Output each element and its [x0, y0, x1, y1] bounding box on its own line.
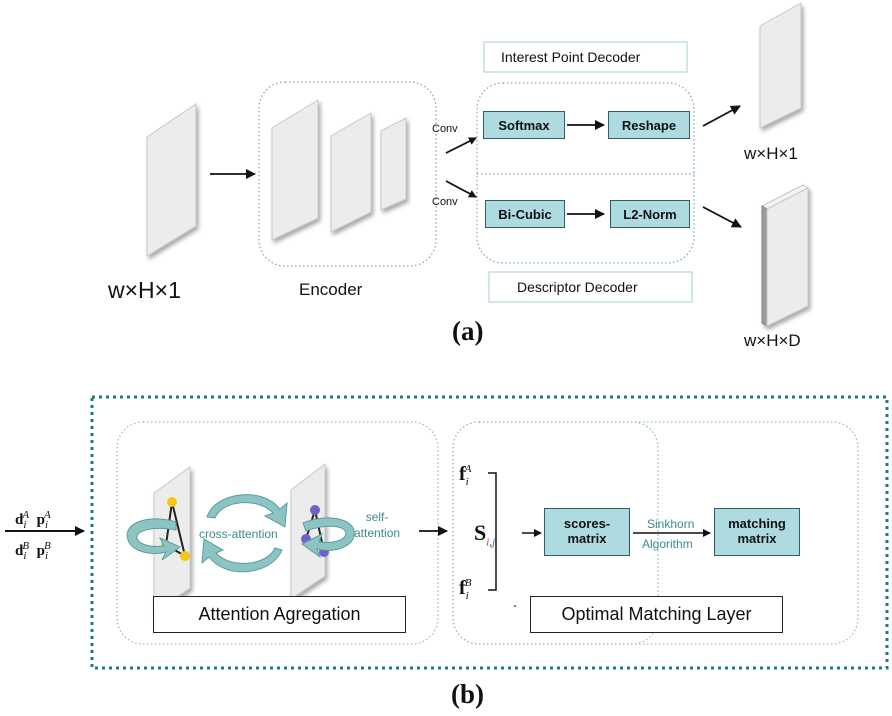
sinkhorn-label: Sinkhorn [647, 517, 695, 531]
encoder-container [258, 81, 437, 267]
input-math-label-bottom: diB piB [15, 540, 51, 562]
input-dims-label: w×H×1 [108, 277, 181, 303]
image-plane-a [153, 466, 191, 614]
dot-mark [514, 605, 516, 607]
attention-aggregation-box: Attention Agregation [153, 596, 406, 633]
arrow-to-output-bottom [702, 206, 742, 228]
matching-container-extended [452, 421, 859, 645]
cross-attention-cycle-icon [201, 494, 288, 573]
conv-arrow-bottom [445, 180, 477, 198]
self-attention-cycle-icon-b [301, 517, 355, 559]
attention-aggregation-label: Attention Agregation [198, 604, 361, 624]
bicubic-box: Bi-Cubic [485, 200, 565, 228]
encoder-plane-2 [330, 112, 372, 233]
self-attention-label: self- attention [354, 510, 401, 541]
descriptor-title-frame [488, 271, 693, 303]
panel-b-dotted-frame [90, 395, 889, 670]
descriptor-decoder-title: Descriptor Decoder [517, 279, 638, 295]
input-math-label-top: diA piA [15, 509, 51, 531]
conv-arrow-top [445, 137, 477, 154]
score-s-label: Si,j [474, 520, 496, 549]
keypoint-a3 [180, 551, 190, 561]
keypoint-b1 [310, 505, 320, 515]
feature-bracket [488, 472, 497, 591]
interest-title-frame [483, 41, 688, 73]
output-score-plane [759, 2, 802, 129]
keypoint-a1 [167, 497, 177, 507]
reshape-box: Reshape [608, 111, 690, 139]
feature-fb-label: fiB [459, 577, 472, 602]
caption-b: (b) [451, 679, 484, 709]
algorithm-label: Algorithm [642, 537, 693, 551]
encoder-plane-3 [380, 117, 407, 211]
feature-fa-label: fiA [459, 463, 472, 488]
decoder-container [476, 82, 695, 264]
arrow-to-output-top [702, 105, 741, 127]
cross-attention-label: cross-attention [199, 527, 278, 541]
conv-label-top: Conv [432, 123, 458, 135]
encoder-label: Encoder [299, 280, 363, 299]
conv-label-bottom: Conv [432, 196, 458, 208]
optimal-matching-layer-label: Optimal Matching Layer [561, 604, 752, 624]
caption-a: (a) [452, 316, 484, 346]
l2norm-box: L2-Norm [610, 200, 690, 228]
scores-matrix-box: scores- matrix [544, 508, 630, 556]
encoder-plane-1 [271, 99, 319, 241]
self-attention-cycle-icon-a [126, 518, 181, 561]
matching-matrix-box: matching matrix [714, 508, 800, 556]
output-descriptor-volume [760, 184, 810, 327]
output-score-dims-label: w×H×1 [744, 144, 798, 163]
optimal-matching-layer-box: Optimal Matching Layer [530, 596, 783, 633]
output-descriptor-dims-label: w×H×D [744, 331, 801, 350]
softmax-box: Softmax [483, 111, 565, 139]
input-feature-plane [146, 103, 197, 257]
interest-point-decoder-title: Interest Point Decoder [501, 49, 641, 65]
